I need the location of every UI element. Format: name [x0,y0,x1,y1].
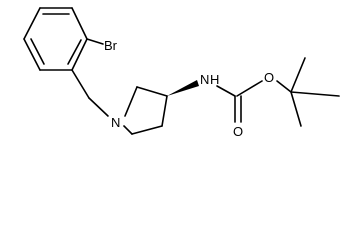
ring-nitrogen-label: N [111,115,120,130]
ester-oxygen-label: O [264,70,274,85]
amide-hydrogen-label: H [210,72,219,87]
benzyl-linker [71,69,109,117]
amide-nitrogen-label: N [200,72,209,87]
benzene-ring [23,7,88,71]
pyrrolidine-ring: N [111,86,168,135]
bromo-substituent: Br [86,38,118,53]
carbamate-group: N H O O [200,70,292,139]
wedge-bond [167,80,199,96]
bromine-label: Br [104,38,118,53]
carbonyl-oxygen-label: O [233,124,243,139]
stereo-wedge-bond [167,80,199,96]
chemical-structure: Br N N H O O [23,7,340,139]
tert-butyl-group [290,57,340,127]
